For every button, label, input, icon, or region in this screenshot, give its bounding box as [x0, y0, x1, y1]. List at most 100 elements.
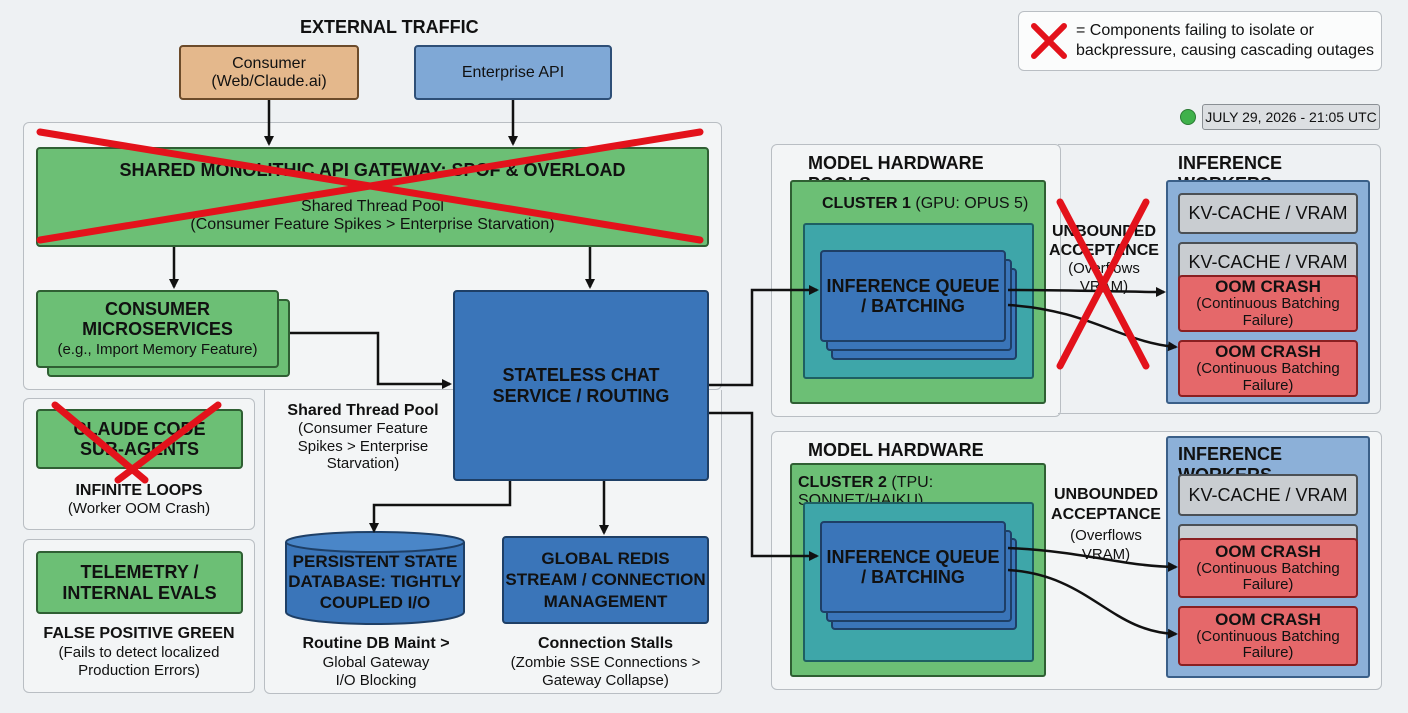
- shared-pool-line-3: Starvation): [326, 454, 400, 472]
- unbounded-1-label: UNBOUNDED ACCEPTANCE (Overflows VRAM): [1044, 222, 1164, 296]
- db-caption-3: I/O Blocking: [335, 671, 417, 689]
- oom-2b-title: OOM CRASH: [1215, 609, 1321, 629]
- kv-1b-label: KV-CACHE / VRAM: [1188, 251, 1348, 272]
- consumer-microservices-box: CONSUMER MICROSERVICES (e.g., Import Mem…: [36, 290, 279, 368]
- oom-2a-l1: (Continuous Batching: [1196, 559, 1340, 577]
- unbounded-2-l1: UNBOUNDED: [1054, 486, 1158, 503]
- unbounded-1-l3: (Overflows VRAM): [1068, 260, 1140, 296]
- oom-1a-l1: (Continuous Batching: [1196, 295, 1340, 313]
- telemetry-line-1: TELEMETRY /: [80, 562, 199, 583]
- db-caption-1: Routine DB Maint >: [302, 635, 450, 652]
- queue-1-line-1: INFERENCE QUEUE: [826, 275, 1000, 296]
- cluster-2-name: CLUSTER 2: [798, 474, 887, 491]
- oom-2b-l2: Failure): [1242, 644, 1294, 662]
- unbounded-2-l2: ACCEPTANCE: [1051, 506, 1161, 524]
- oom-1a-l2: Failure): [1242, 311, 1294, 329]
- telemetry-line-2: INTERNAL EVALS: [62, 582, 217, 603]
- unbounded-1-l2: ACCEPTANCE: [1049, 242, 1159, 260]
- legend-line-2: backpressure, causing cascading outages: [1076, 42, 1374, 59]
- consumer-ms-sub: (e.g., Import Memory Feature): [57, 341, 258, 359]
- redis-line-1: GLOBAL REDIS: [541, 549, 670, 569]
- oom-1b-l2: Failure): [1242, 376, 1294, 394]
- oom-crash-2a: OOM CRASH (Continuous Batching Failure): [1178, 538, 1358, 598]
- claude-code-line-2: SUB-AGENTS: [79, 439, 199, 459]
- oom-1b-title: OOM CRASH: [1215, 342, 1321, 362]
- shared-pool-line-2: Spikes > Enterprise: [297, 437, 429, 455]
- redis-caption: Connection Stalls (Zombie SSE Connection…: [492, 635, 719, 689]
- oom-crash-2b: OOM CRASH (Continuous Batching Failure): [1178, 606, 1358, 666]
- queue-1-line-2: / BATCHING: [861, 296, 965, 316]
- shared-pool-note: Shared Thread Pool (Consumer Feature Spi…: [278, 402, 448, 472]
- timestamp-badge: JULY 29, 2026 - 21:05 UTC: [1202, 104, 1380, 130]
- redis-caption-2: (Zombie SSE Connections >: [510, 653, 701, 671]
- database-cylinder-icon: [285, 531, 465, 625]
- queue-2-line-2: / BATCHING: [861, 567, 965, 587]
- legend-line-1: = Components failing to isolate or: [1076, 22, 1314, 39]
- database-label: PERSISTENT STATE DATABASE: TIGHTLY COUPL…: [284, 552, 466, 613]
- infinite-loops-label: INFINITE LOOPS: [75, 482, 203, 499]
- cluster-1-name: CLUSTER 1: [822, 195, 911, 212]
- red-x-icon: [1031, 23, 1067, 59]
- kv-cache-2a: KV-CACHE / VRAM: [1178, 474, 1358, 516]
- gateway-line-2: (Consumer Feature Spikes > Enterprise St…: [190, 216, 555, 234]
- inference-queue-1-box: INFERENCE QUEUE / BATCHING: [820, 250, 1006, 342]
- unbounded-1-l1: UNBOUNDED: [1052, 223, 1156, 240]
- legend-box: = Components failing to isolate or backp…: [1018, 11, 1382, 71]
- kv-1a-label: KV-CACHE / VRAM: [1188, 203, 1348, 224]
- redis-box: GLOBAL REDIS STREAM / CONNECTION MANAGEM…: [502, 536, 709, 624]
- telemetry-box: TELEMETRY / INTERNAL EVALS: [36, 551, 243, 614]
- api-gateway-box: SHARED MONOLITHIC API GATEWAY: SPOF & OV…: [36, 147, 709, 247]
- legend-text: = Components failing to isolate or backp…: [1076, 21, 1381, 61]
- gateway-title: SHARED MONOLITHIC API GATEWAY: SPOF & OV…: [119, 160, 626, 181]
- consumer-source-box: Consumer (Web/Claude.ai): [179, 45, 359, 100]
- telemetry-sub-1: (Fails to detect localized: [58, 643, 220, 661]
- enterprise-api-box: Enterprise API: [414, 45, 612, 100]
- pools-panel-1-ext: [1058, 144, 1381, 414]
- stateless-chat-box: STATELESS CHAT SERVICE / ROUTING: [453, 290, 709, 481]
- cluster-1-spec: (GPU: OPUS 5): [915, 195, 1029, 212]
- gateway-line-1: Shared Thread Pool: [301, 198, 444, 216]
- oom-crash-1b: OOM CRASH (Continuous Batching Failure): [1178, 340, 1358, 397]
- kv-2a-label: KV-CACHE / VRAM: [1188, 484, 1348, 505]
- chat-line-1: STATELESS CHAT: [502, 365, 660, 386]
- oom-2b-l1: (Continuous Batching: [1196, 627, 1340, 645]
- status-dot-icon: [1180, 109, 1196, 125]
- inference-queue-2-box: INFERENCE QUEUE / BATCHING: [820, 521, 1006, 613]
- consumer-sub-label: (Web/Claude.ai): [211, 72, 327, 90]
- kv-cache-1a: KV-CACHE / VRAM: [1178, 193, 1358, 234]
- db-caption: Routine DB Maint > Global Gateway I/O Bl…: [276, 635, 476, 689]
- oom-1a-title: OOM CRASH: [1215, 277, 1321, 297]
- oom-2a-title: OOM CRASH: [1215, 541, 1321, 561]
- telemetry-sub-2: Production Errors): [78, 661, 200, 679]
- db-caption-2: Global Gateway: [322, 653, 430, 671]
- oom-2a-l2: Failure): [1242, 576, 1294, 594]
- cluster-2-label: CLUSTER 2 (TPU: SONNET/HAIKU): [798, 474, 1046, 510]
- db-line-2: DATABASE: TIGHTLY: [288, 572, 462, 592]
- worker-oom-label: (Worker OOM Crash): [67, 500, 211, 518]
- claude-code-caption: INFINITE LOOPS (Worker OOM Crash): [23, 481, 255, 518]
- db-line-1: PERSISTENT STATE: [292, 552, 458, 571]
- chat-line-2: SERVICE / ROUTING: [492, 385, 670, 406]
- redis-caption-3: Gateway Collapse): [542, 671, 669, 689]
- external-traffic-title: EXTERNAL TRAFFIC: [300, 17, 479, 37]
- consumer-label: Consumer: [232, 54, 306, 72]
- claude-code-line-1: CLAUDE CODE: [73, 418, 206, 439]
- redis-line-2: STREAM / CONNECTION: [505, 570, 706, 590]
- oom-crash-1a: OOM CRASH (Continuous Batching Failure): [1178, 275, 1358, 332]
- redis-caption-1: Connection Stalls: [537, 635, 674, 652]
- redis-line-3: MANAGEMENT: [543, 591, 668, 611]
- unbounded-2-label: UNBOUNDED ACCEPTANCE (Overflows VRAM): [1046, 485, 1166, 564]
- queue-2-line-1: INFERENCE QUEUE: [826, 546, 1000, 567]
- unbounded-2-l3: (Overflows VRAM): [1070, 526, 1142, 564]
- cluster-1-label: CLUSTER 1 (GPU: OPUS 5): [822, 195, 1042, 213]
- telemetry-caption: FALSE POSITIVE GREEN (Fails to detect lo…: [23, 625, 255, 679]
- oom-1b-l1: (Continuous Batching: [1196, 360, 1340, 378]
- shared-pool-title: Shared Thread Pool: [287, 402, 439, 419]
- consumer-ms-title-1: CONSUMER: [104, 298, 210, 319]
- shared-pool-line-1: (Consumer Feature: [297, 420, 429, 438]
- claude-code-box: CLAUDE CODE SUB-AGENTS: [36, 409, 243, 469]
- false-positive-label: FALSE POSITIVE GREEN: [43, 625, 235, 642]
- consumer-ms-title-2: MICROSERVICES: [82, 319, 233, 340]
- enterprise-api-label: Enterprise API: [461, 63, 565, 81]
- db-line-3: COUPLED I/O: [319, 592, 431, 612]
